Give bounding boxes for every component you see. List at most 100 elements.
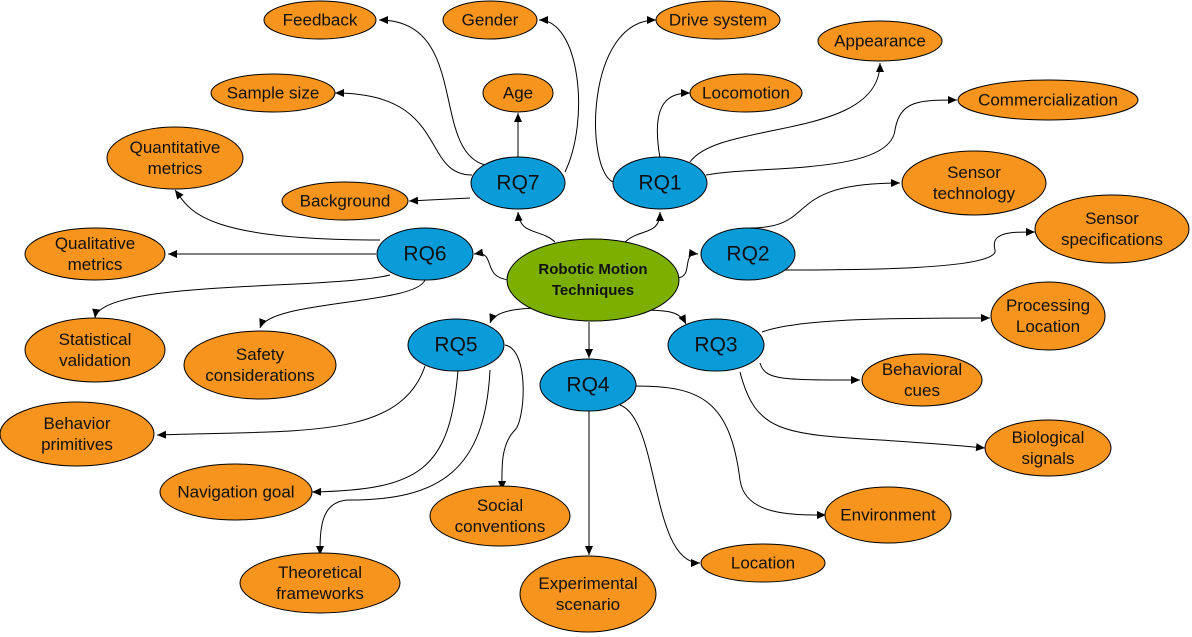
rq6-node-shape (376, 227, 474, 281)
leaf-safety-considerations-shape (183, 330, 337, 400)
edge-rq2-sensor-specs (779, 228, 1036, 271)
leaf-background-label: Background (300, 192, 391, 211)
leaf-sensor-specifications: Sensor specifications (1034, 194, 1190, 264)
leaf-behavioral-cues-label: Behavioral (882, 360, 962, 379)
edge-rq6-statistical (92, 274, 391, 319)
leaf-navigation-goal: Navigation goal (159, 463, 313, 521)
rq4-node: RQ4 (539, 358, 637, 412)
leaf-environment: Environment (824, 486, 952, 544)
leaf-gender-shape (442, 0, 538, 40)
leaf-sensor-specifications-label: Sensor (1085, 209, 1139, 228)
leaf-social-conventions-shape (429, 485, 571, 547)
leaf-biological-signals-label: Biological (1012, 428, 1085, 447)
rq3-node-shape (667, 318, 765, 372)
leaf-behavioral-cues-label: cues (904, 381, 940, 400)
leaf-social-conventions-label: Social (477, 496, 523, 515)
edges (92, 16, 1036, 567)
leaf-location: Location (700, 543, 826, 583)
rq3-node: RQ3 (667, 318, 765, 372)
leaf-environment-shape (824, 486, 952, 544)
leaf-sensor-technology-label: Sensor (947, 163, 1001, 182)
leaf-sensor-technology: Sensor technology (901, 150, 1047, 216)
edge-rq3-behavioral-cues (759, 362, 861, 384)
leaf-environment-label: Environment (840, 506, 936, 525)
leaf-behavior-primitives-label: primitives (41, 435, 113, 454)
rq1-node-label: RQ1 (638, 172, 681, 195)
edge-rq1-commercialization (705, 96, 958, 176)
center-topic-shape (506, 238, 680, 322)
rq2-node-shape (700, 227, 796, 281)
edge-rq5-behavior-primitives (156, 365, 426, 439)
rq7-node-label: RQ7 (496, 172, 539, 195)
leaf-behavior-primitives-shape (0, 401, 155, 467)
edge-rq6-safety (259, 279, 426, 329)
leaf-sensor-technology-shape (901, 150, 1047, 216)
edge-center-rq2 (675, 249, 699, 279)
rq5-node-label: RQ5 (434, 334, 477, 357)
leaf-gender-label: Gender (462, 11, 519, 30)
center-topic-label: Robotic Motion (538, 261, 647, 278)
leaf-experimental-scenario-shape (519, 555, 657, 633)
edge-rq1-locomotion (656, 89, 691, 159)
leaf-biological-signals-label: signals (1022, 449, 1075, 468)
leaf-statistical-validation: Statistical validation (24, 317, 166, 383)
leaf-processing-location-label: Location (1016, 317, 1080, 336)
edge-center-rq1 (624, 211, 664, 243)
leaf-experimental-scenario-label: scenario (556, 595, 620, 614)
leaf-sample-size-label: Sample size (227, 84, 320, 103)
edge-rq2-sensor-technology (749, 179, 901, 229)
leaf-qualitative-metrics-shape (24, 227, 166, 281)
leaf-sensor-specifications-label: specifications (1061, 230, 1163, 249)
edge-rq4-location (619, 404, 701, 567)
leaf-appearance-label: Appearance (834, 32, 926, 51)
leaf-appearance: Appearance (817, 20, 943, 62)
rq3-node-label: RQ3 (694, 334, 737, 357)
edge-rq1-drive-system (595, 16, 657, 183)
edge-rq5-social (497, 344, 524, 491)
leaf-quantitative-metrics-label: Quantitative (130, 138, 221, 157)
leaf-commercialization-shape (957, 79, 1139, 121)
leaf-sensor-technology-label: technology (933, 184, 1016, 203)
rq2-node-label: RQ2 (726, 243, 769, 266)
rq6-node: RQ6 (376, 227, 474, 281)
leaf-behavior-primitives-label: Behavior (43, 414, 110, 433)
leaf-location-shape (700, 543, 826, 583)
rq7-node: RQ7 (470, 156, 566, 210)
leaf-biological-signals-shape (984, 419, 1112, 477)
leaf-sample-size-shape (210, 73, 336, 113)
rq7-node-shape (470, 156, 566, 210)
leaf-statistical-validation-label: Statistical (59, 330, 132, 349)
leaf-qualitative-metrics-label: metrics (68, 255, 123, 274)
leaf-age-label: Age (503, 84, 533, 103)
leaf-locomotion-shape (689, 73, 803, 113)
leaf-behavioral-cues: Behavioral cues (861, 353, 983, 407)
leaf-drive-system-label: Drive system (669, 11, 767, 30)
leaf-statistical-validation-label: validation (59, 351, 131, 370)
edge-center-rq6 (473, 248, 511, 281)
edge-rq1-appearance (689, 62, 884, 163)
leaf-navigation-goal-label: Navigation goal (177, 483, 294, 502)
leaf-theoretical-frameworks-label: frameworks (276, 584, 364, 603)
leaf-processing-location-shape (990, 281, 1106, 351)
leaf-sample-size: Sample size (210, 73, 336, 113)
leaf-appearance-shape (817, 20, 943, 62)
leaf-experimental-scenario-label: Experimental (538, 574, 637, 593)
edge-center-rq7 (514, 211, 556, 243)
edge-rq5-navigation (311, 369, 459, 496)
leaf-locomotion-label: Locomotion (702, 84, 790, 103)
leaf-quantitative-metrics-shape (106, 126, 244, 190)
leaf-navigation-goal-shape (159, 463, 313, 521)
leaf-commercialization-label: Commercialization (978, 91, 1118, 110)
leaf-commercialization: Commercialization (957, 79, 1139, 121)
leaf-safety-considerations-label: considerations (205, 366, 315, 385)
leaf-qualitative-metrics-label: Qualitative (55, 234, 135, 253)
rq2-node: RQ2 (700, 227, 796, 281)
leaf-drive-system: Drive system (655, 0, 781, 40)
